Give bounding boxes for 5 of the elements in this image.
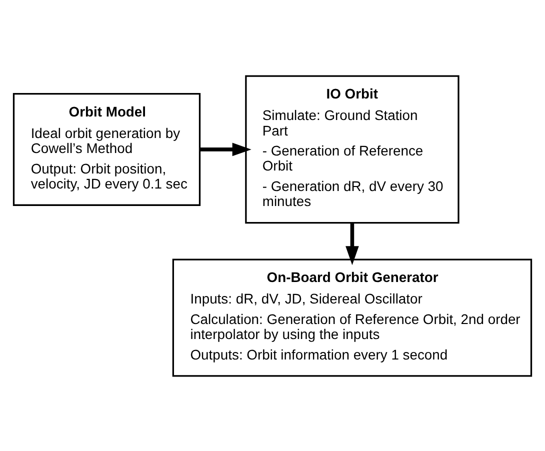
- node-box: On-Board Orbit Generator Inputs: dR, dV, JD, Sidereal Oscillator Calculation: Generation of Reference Orbit, 2nd order interpolator by using the inputs Outputs: Orbit information every 1 second: [172, 258, 532, 376]
- node-box: IO Orbit Simulate: Ground Station Part - Generation of Reference Orbit - Generation dR, dV every 30 minutes: [245, 74, 460, 224]
- arrow: [346, 222, 359, 265]
- arrow: [200, 142, 252, 156]
- node-box: Orbit Model Ideal orbit generation by Cowell’s Method Output: Orbit position, velocity, JD every 0.1 sec: [12, 92, 201, 206]
